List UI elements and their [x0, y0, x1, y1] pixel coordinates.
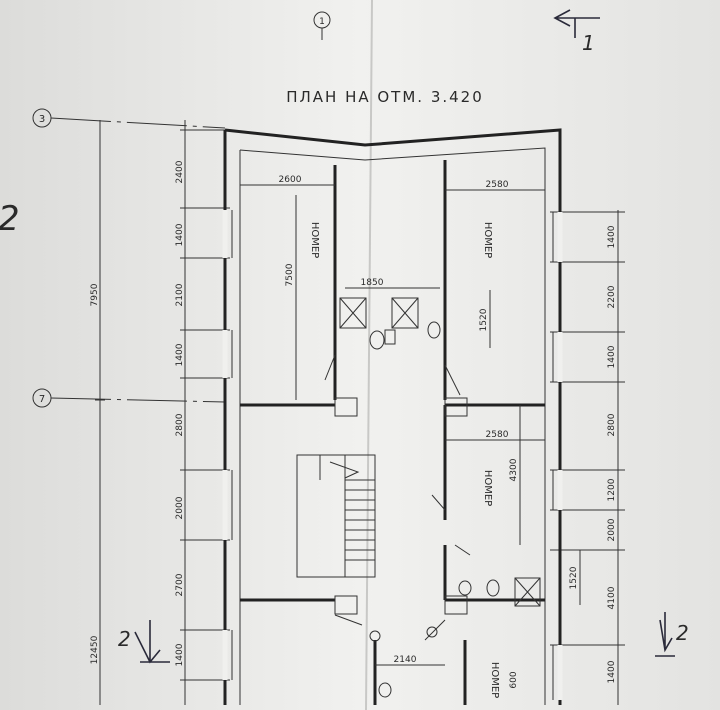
plan-title: ПЛАН НА ОТМ. 3.420 — [286, 88, 484, 106]
columns — [334, 397, 468, 615]
room-label-3: НОМЕР — [482, 470, 493, 506]
left-dimension-chain: 2400 1400 2100 1400 2800 2000 2700 1400 … — [90, 120, 230, 705]
left-dim-1: 2400 — [175, 160, 185, 183]
room-width-1: 2600 — [279, 175, 302, 185]
section-mark-left: 2 — [118, 620, 170, 664]
section-mark-top-label: 1 — [582, 31, 595, 55]
section-mark-top: 1 — [553, 9, 600, 55]
door-swing-marker — [426, 626, 438, 638]
staircase — [296, 454, 376, 578]
right-dim-3: 1400 — [607, 345, 617, 368]
axis-bubble-7-label: 7 — [39, 394, 45, 405]
left-dim-4: 1400 — [175, 343, 185, 366]
right-dim-2: 2200 — [607, 285, 617, 308]
right-inner-dim-2: 1520 — [569, 566, 579, 589]
left-overall-dim-2: 12450 — [90, 635, 100, 664]
left-dim-7: 2700 — [175, 573, 185, 596]
interior-partitions — [240, 160, 545, 705]
room-width-4: 2580 — [486, 430, 509, 440]
room-label-1: НОМЕР — [309, 222, 320, 258]
room-width-2: 2580 — [486, 180, 509, 190]
right-dim-6: 2000 — [607, 518, 617, 541]
room-label-2: НОМЕР — [482, 222, 493, 258]
left-dim-6: 2000 — [175, 496, 185, 519]
room-width-5: 2140 — [394, 655, 417, 665]
room-height-1: 7500 — [285, 263, 295, 286]
section-mark-right-label: 2 — [676, 621, 689, 645]
room-width-dims: 2600 2580 1850 2580 2140 — [240, 175, 545, 666]
right-dim-8: 1400 — [607, 660, 617, 683]
room-width-3: 1850 — [361, 278, 384, 288]
room-height-dims: 7500 1520 4300 1520 600 — [285, 195, 581, 689]
left-overall-dim-1: 7950 — [90, 283, 100, 306]
room-height-2: 1520 — [479, 308, 489, 331]
left-dim-2: 1400 — [175, 223, 185, 246]
left-dim-8: 1400 — [175, 643, 185, 666]
door-swing-marker — [369, 630, 381, 642]
edge-mark-left: 2 — [0, 199, 20, 239]
axis-bubble-3: 3 — [32, 108, 226, 129]
axis-bubble-top-label: 1 — [319, 17, 325, 27]
right-dim-1: 1400 — [607, 225, 617, 248]
right-dim-7: 4100 — [607, 586, 617, 609]
axis-bubble-top: 1 — [313, 11, 331, 40]
building-walls — [222, 128, 563, 705]
right-dim-5: 1200 — [607, 478, 617, 501]
section-mark-right: 2 — [655, 612, 689, 657]
right-inner-dim-3: 600 — [509, 671, 519, 688]
bathroom-fixtures — [339, 297, 541, 698]
axis-bubble-7: 7 — [32, 388, 226, 408]
right-dimension-chain: 1400 2200 1400 2800 1200 2000 4100 1400 — [550, 210, 625, 705]
room-labels: НОМЕР НОМЕР НОМЕР НОМЕР — [309, 222, 500, 698]
room-label-4: НОМЕР — [489, 662, 500, 698]
section-mark-left-label: 2 — [118, 627, 131, 651]
left-dim-3: 2100 — [175, 283, 185, 306]
right-dim-4: 2800 — [607, 413, 617, 436]
right-inner-dim-1: 4300 — [509, 458, 519, 481]
axis-bubble-3-label: 3 — [39, 114, 45, 125]
left-dim-5: 2800 — [175, 413, 185, 436]
